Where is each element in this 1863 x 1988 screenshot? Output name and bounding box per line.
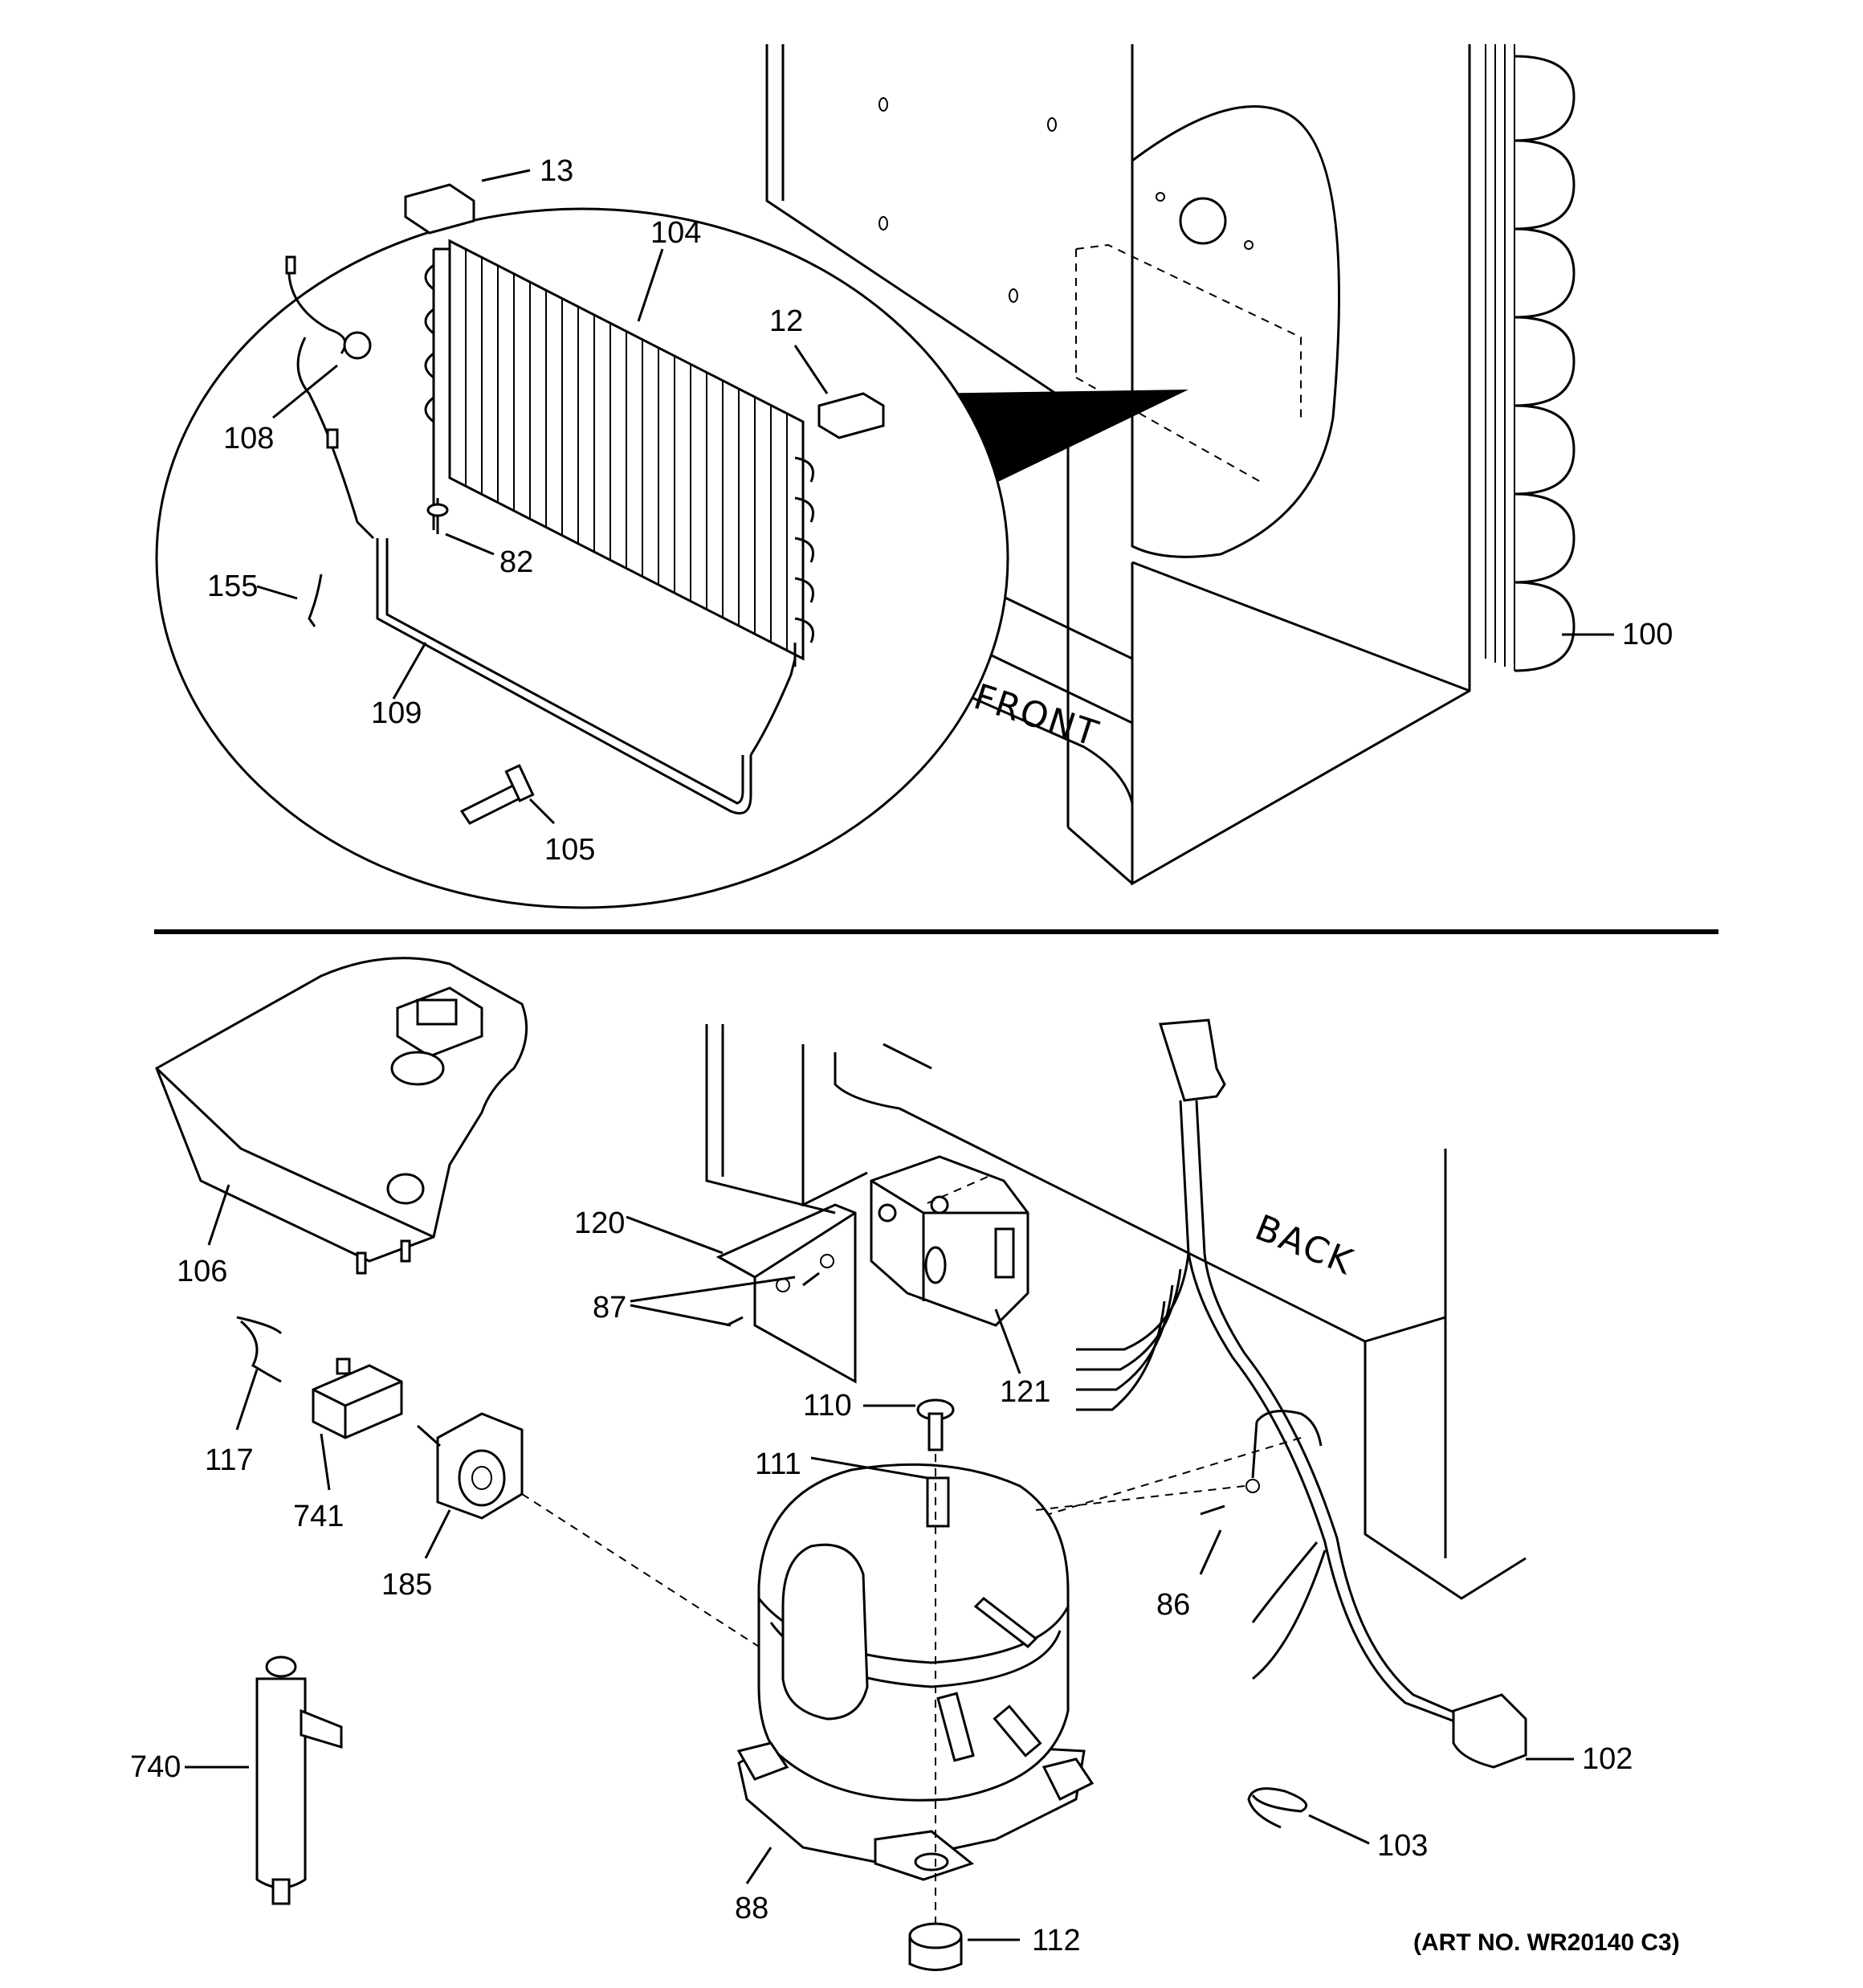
evaporator <box>424 239 814 667</box>
pin-105 <box>459 764 535 825</box>
overload-185 <box>417 1412 524 1520</box>
label-121: 121 <box>1000 1375 1050 1409</box>
condenser-coil <box>1485 44 1576 672</box>
front-label: FRONT <box>969 676 1104 755</box>
clip-117 <box>236 1316 283 1383</box>
label-87: 87 <box>593 1291 626 1325</box>
label-740: 740 <box>130 1750 181 1784</box>
art-number: (ART NO. WR20140 C3) <box>1413 1929 1680 1956</box>
back-label: BACK <box>1249 1207 1360 1284</box>
label-105: 105 <box>544 833 595 867</box>
defrost-timer-121 <box>870 1155 1029 1327</box>
label-185: 185 <box>381 1568 432 1602</box>
label-741: 741 <box>293 1500 344 1533</box>
pad-12 <box>817 392 885 439</box>
label-111: 111 <box>755 1447 801 1481</box>
label-109: 109 <box>371 696 422 730</box>
spacer-111 <box>926 1476 950 1528</box>
bolt-110 <box>916 1398 955 1451</box>
evaporator-detail-view: 13 104 12 108 82 155 109 105 <box>155 154 1009 909</box>
label-110: 110 <box>803 1389 852 1423</box>
label-120: 120 <box>574 1206 625 1240</box>
label-117: 117 <box>205 1443 254 1477</box>
drier-740 <box>255 1655 343 1905</box>
label-12: 12 <box>769 304 803 338</box>
compressor-88 <box>736 1463 1095 1881</box>
grommet-112 <box>908 1922 963 1971</box>
drain-pan-106 <box>155 957 528 1275</box>
clip-155 <box>308 574 323 627</box>
label-86: 86 <box>1156 1588 1190 1622</box>
relay-741 <box>312 1357 403 1439</box>
label-103: 103 <box>1377 1829 1428 1863</box>
cord-clip-103 <box>1247 1787 1308 1829</box>
label-88: 88 <box>735 1892 768 1925</box>
label-13: 13 <box>540 154 573 188</box>
label-102: 102 <box>1582 1742 1633 1776</box>
label-112: 112 <box>1032 1924 1081 1957</box>
label-104: 104 <box>650 216 701 250</box>
label-100: 100 <box>1622 618 1673 651</box>
screw-86 <box>1200 1504 1225 1516</box>
wire-harness <box>1076 1018 1470 1729</box>
label-108: 108 <box>223 422 274 455</box>
defrost-heater <box>376 538 752 814</box>
power-cord-plug-102 <box>1452 1693 1527 1769</box>
label-155: 155 <box>207 569 258 603</box>
label-106: 106 <box>177 1255 227 1288</box>
bracket-120 <box>715 1203 857 1384</box>
label-82: 82 <box>499 545 533 579</box>
pad-13 <box>404 183 475 235</box>
